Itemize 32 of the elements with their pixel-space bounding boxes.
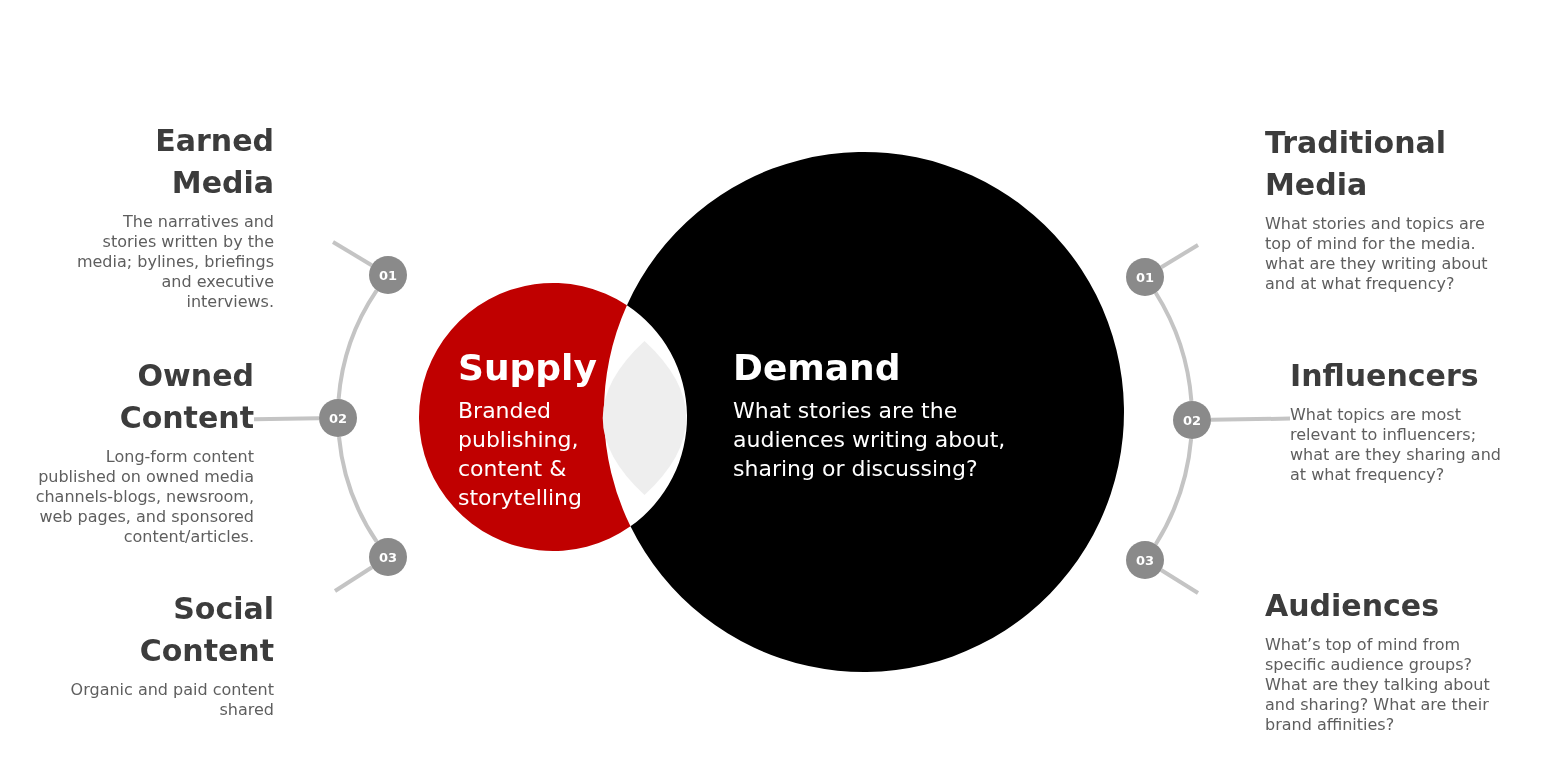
section-description: What stories and topics are top of mind for the media. what are they writing about and at what frequency? [1265,214,1489,294]
number-marker: 02 [1173,401,1211,439]
arc-line [336,289,379,400]
section-description: What topics are most relevant to influencers; what are they sharing and at what frequency? [1290,405,1502,485]
section-heading: Earned Media [155,122,274,202]
spoke-line [1210,416,1291,422]
section-description: Long-form content published on owned media channels-blogs, newsroom, web pages, and sponsored content/articles. [34,447,254,547]
section-heading: Social Content [139,590,274,670]
section-description: What’s top of mind from specific audience groups? What are they talking about and sharing? What are their brand affinities? [1265,635,1491,735]
spoke-line [1160,568,1200,595]
number-marker: 02 [319,399,357,437]
section-heading: Traditional Media [1265,124,1447,204]
number-marker: 01 [369,256,407,294]
circle-heading: Demand [733,346,901,390]
section-description: Organic and paid content shared [69,680,274,720]
section-heading: Influencers [1290,357,1479,395]
number-marker: 03 [1126,541,1164,579]
spoke-line [333,565,374,593]
section-heading: Audiences [1265,587,1440,625]
arc-line [1153,291,1194,402]
spoke-line [1160,243,1200,269]
section-heading: Owned Content [119,357,254,437]
circle-description: What stories are the audiences writing about, sharing or discussing? [733,397,1007,483]
spoke-line [253,416,320,422]
number-marker: 03 [369,538,407,576]
number-marker: 01 [1126,258,1164,296]
spoke-line [331,240,373,267]
arc-line [337,436,379,543]
circle-heading: Supply [458,346,597,390]
section-description: The narratives and stories written by the media; bylines, briefings and executive interviews. [75,212,274,312]
circle-description: Branded publishing, content & storytelling [458,397,584,512]
arc-line [1153,438,1194,546]
